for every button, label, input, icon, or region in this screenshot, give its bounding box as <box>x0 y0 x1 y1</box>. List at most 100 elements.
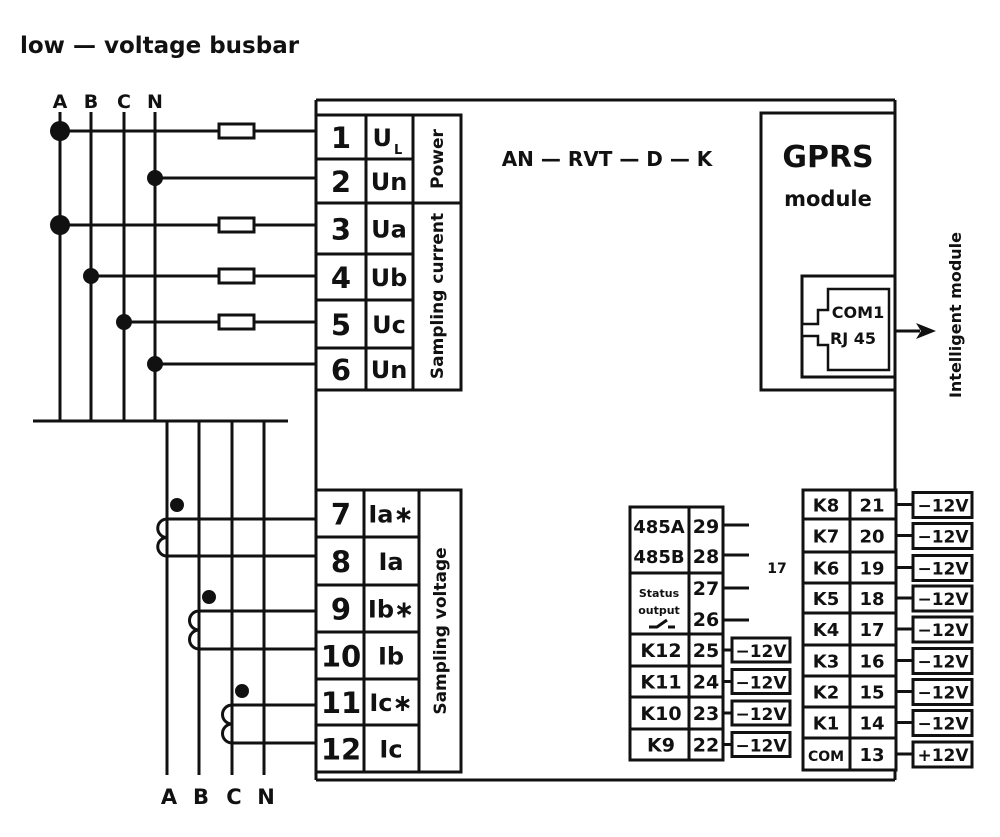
relay-label: K10 <box>640 703 681 725</box>
bus-label-top: C <box>117 91 131 113</box>
terminal-number: 18 <box>859 589 884 610</box>
group-label-power: Power <box>428 129 448 189</box>
intelligent-module-label: Intelligent module <box>946 232 965 398</box>
junction-dot <box>50 121 70 141</box>
terminal-number: 20 <box>859 527 884 548</box>
fuse-icon <box>217 267 256 285</box>
terminal-number: 17 <box>859 620 884 641</box>
supply-box <box>911 584 974 613</box>
terminal-label: Ua <box>371 216 407 244</box>
terminal-number: 22 <box>693 735 719 757</box>
status-output-label: Status <box>639 587 680 600</box>
terminal-number: 2 <box>331 165 351 199</box>
gprs-subtitle: module <box>784 187 872 211</box>
bus-label-top: B <box>84 91 98 113</box>
terminal-label: Ic <box>379 736 402 764</box>
junction-dot <box>147 356 163 372</box>
terminal-number: 10 <box>321 640 361 674</box>
relay-label: K11 <box>640 672 681 694</box>
supply-box <box>911 709 974 737</box>
fuse-icon <box>217 216 256 234</box>
relay-label: K9 <box>647 735 675 757</box>
terminal-number: 9 <box>331 593 351 627</box>
bus-label-bottom: B <box>193 785 209 809</box>
terminal-label: Uc <box>372 311 406 339</box>
relay-label: K5 <box>813 589 839 610</box>
junction-dot <box>116 314 132 330</box>
supply-voltage-label: −12V <box>735 705 787 725</box>
relay-label: K12 <box>640 640 681 662</box>
status-output-label: output <box>638 604 680 617</box>
supply-voltage-label: −12V <box>917 715 969 735</box>
terminal-label: Ic∗ <box>369 689 412 717</box>
terminal-number: 24 <box>693 672 719 694</box>
terminal-label-subscript: L <box>394 143 402 158</box>
terminal-label: Un <box>371 168 408 196</box>
supply-voltage-label: −12V <box>735 642 787 662</box>
terminal-label: Ia <box>378 548 403 576</box>
terminal-number: 19 <box>859 559 884 580</box>
polarity-dot <box>235 684 249 698</box>
port-label-com1: COM1 <box>832 303 884 322</box>
supply-voltage-label: −12V <box>917 560 969 580</box>
switch-contact-icon <box>649 618 675 629</box>
rj45-port-socket <box>800 287 891 372</box>
model-number: AN — RVT — D — K <box>502 147 714 171</box>
terminal-number: 5 <box>331 308 351 342</box>
bus-label-top: A <box>53 91 68 113</box>
bus-label-bottom: C <box>226 785 241 809</box>
supply-box <box>730 636 792 664</box>
stray-text: 17 <box>767 561 786 577</box>
terminal-number: 12 <box>321 733 361 767</box>
supply-voltage-label: +12V <box>917 746 969 766</box>
terminal-label: Ib <box>378 643 404 671</box>
current-transformer-coil-icon <box>188 609 200 651</box>
bus-label-top: N <box>147 91 163 113</box>
terminal-number: 8 <box>331 545 351 579</box>
terminal-number: 28 <box>693 546 719 568</box>
supply-voltage-label: −12V <box>735 674 787 694</box>
fuse-icon <box>217 122 256 140</box>
supply-voltage-label: −12V <box>917 497 969 517</box>
terminal-number: 13 <box>859 745 884 766</box>
terminal-number: 14 <box>859 714 884 735</box>
terminal-number: 25 <box>693 640 719 662</box>
supply-box <box>911 678 974 706</box>
relay-label: COM <box>808 749 844 765</box>
supply-box <box>730 668 792 695</box>
terminal-number: 6 <box>331 353 351 387</box>
supply-box <box>730 699 792 727</box>
supply-box <box>911 491 974 519</box>
polarity-dot <box>170 498 184 512</box>
terminal-number: 7 <box>331 498 351 532</box>
supply-box <box>911 740 974 769</box>
terminal-label: Ib∗ <box>368 596 414 624</box>
terminal-number: 11 <box>321 686 361 720</box>
supply-box <box>911 615 974 644</box>
terminal-number: 21 <box>859 496 884 517</box>
terminal-number: 26 <box>693 609 719 631</box>
terminal-number: 4 <box>331 261 351 295</box>
terminal-label: Ia∗ <box>368 501 413 529</box>
terminal-label: Un <box>371 356 408 384</box>
arrow-right-icon <box>916 323 936 339</box>
terminal-number: 1 <box>331 121 351 155</box>
supply-box <box>911 554 974 582</box>
supply-voltage-label: −12V <box>917 684 969 704</box>
supply-voltage-label: −12V <box>917 621 969 641</box>
supply-box <box>730 731 792 758</box>
port-label-rj45: RJ 45 <box>830 329 876 348</box>
gprs-title: GPRS <box>782 140 873 175</box>
supply-box <box>911 522 974 550</box>
polarity-dot <box>202 590 216 604</box>
terminal-number: 15 <box>859 683 884 704</box>
current-transformer-coil-icon <box>156 517 168 558</box>
group-label-sampling-voltage: Sampling voltage <box>431 547 451 714</box>
terminal-label: U <box>373 124 393 152</box>
terminal-number: 29 <box>693 516 719 538</box>
junction-dot <box>147 170 163 186</box>
bus-label-bottom: A <box>161 785 178 809</box>
terminal-number: 27 <box>693 578 719 600</box>
current-transformer-coil-icon <box>221 703 233 745</box>
